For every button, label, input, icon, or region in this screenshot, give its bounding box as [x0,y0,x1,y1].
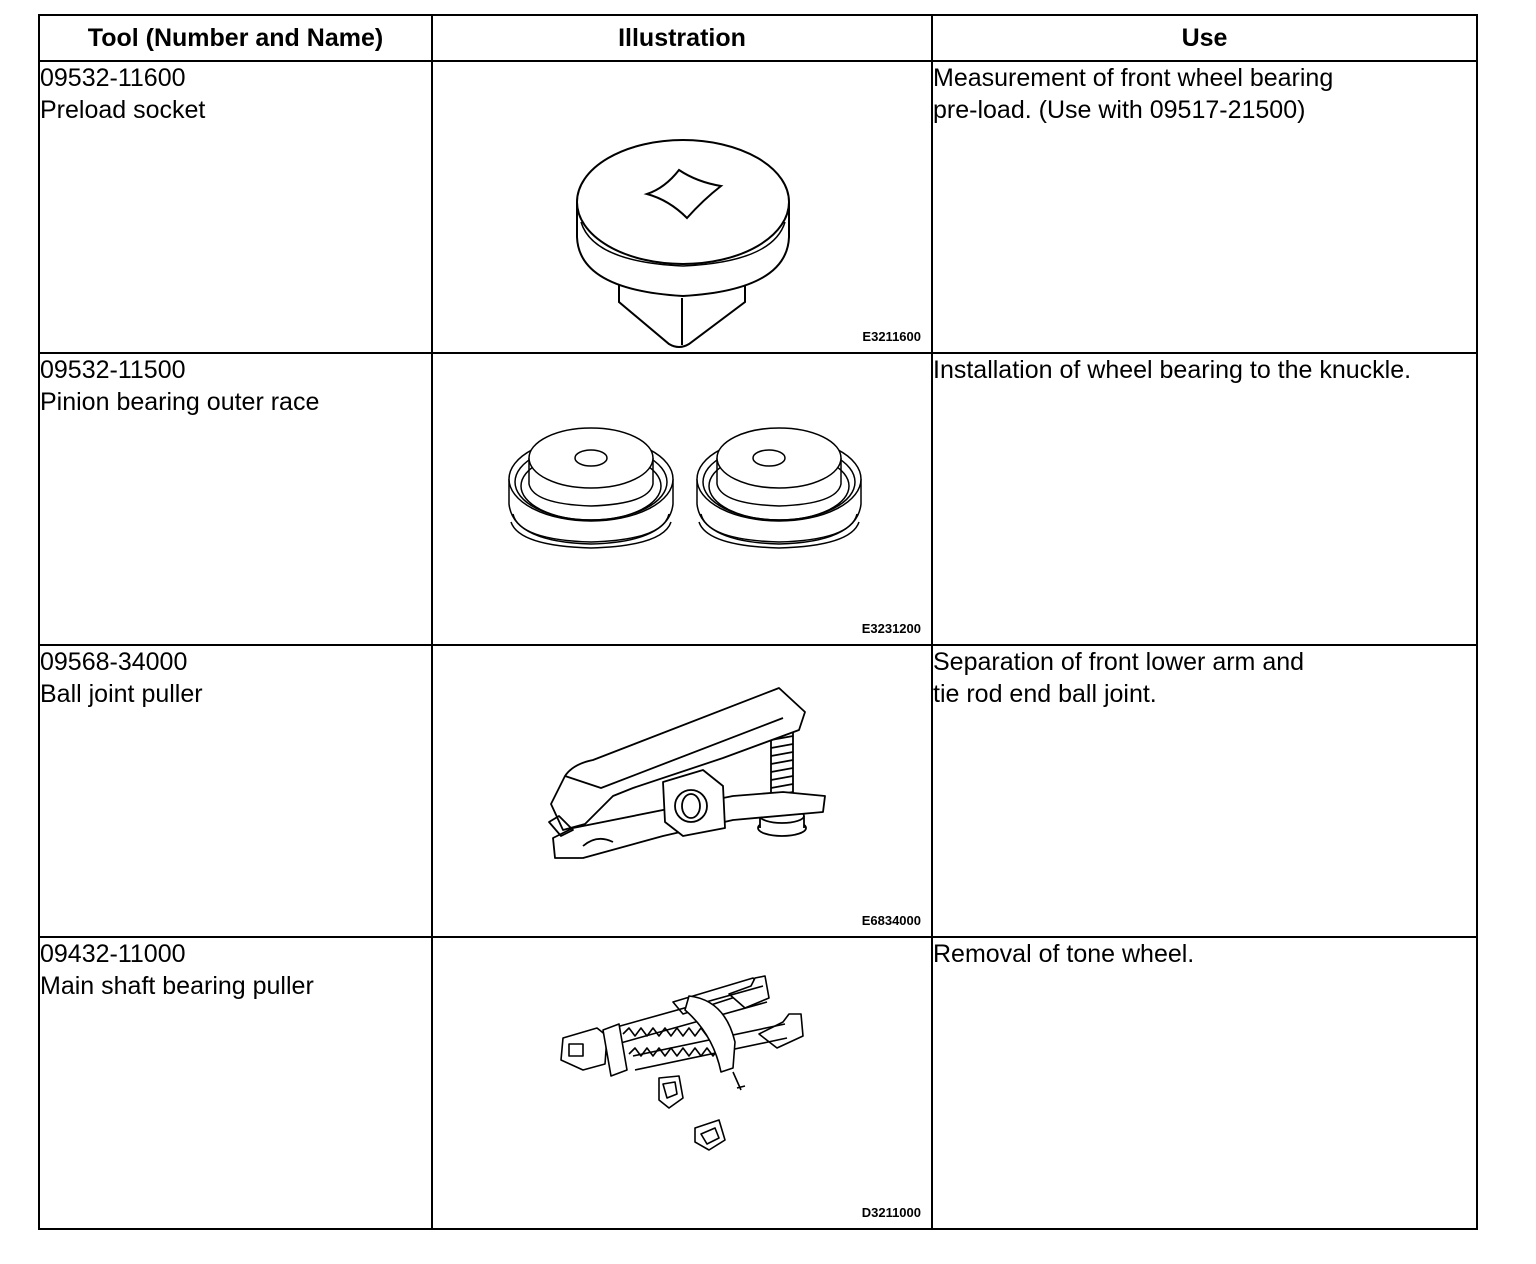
bearing-race-drawing [508,427,862,549]
tool-cell: 09532-11600 Preload socket [38,60,433,354]
illustration-cell: D3211000 [431,936,933,1230]
tool-cell: 09432-11000 Main shaft bearing puller [38,936,433,1230]
tool-name: Pinion bearing outer race [40,388,320,416]
bearing-puller-drawing [560,975,804,1151]
use-text-line: Separation of front lower arm and [933,648,1305,676]
use-cell: Removal of tone wheel. [931,936,1478,1230]
preload-socket-drawing [576,139,790,348]
tool-number: 09432-11000 [40,940,186,968]
illustration-cell: E3231200 [431,352,933,646]
use-cell: Installation of wheel bearing to the knu… [931,352,1478,646]
use-text-line: Removal of tone wheel. [933,940,1195,968]
tool-number: 09568-34000 [40,648,188,676]
ball-joint-puller-drawing [548,687,826,859]
header-illustration: Illustration [431,14,933,62]
illustration-code: E3211600 [862,329,921,344]
special-tools-table: Tool (Number and Name) Illustration Use … [38,14,1478,1230]
tool-cell: 09568-34000 Ball joint puller [38,644,433,938]
use-cell: Measurement of front wheel bearing pre-l… [931,60,1478,354]
table-row: 09532-11500 Pinion bearing outer race [38,352,1478,646]
use-cell: Separation of front lower arm and tie ro… [931,644,1478,938]
illustration-code: E6834000 [861,913,921,928]
use-text-line: tie rod end ball joint. [933,680,1157,708]
illustration-cell: E6834000 [431,644,933,938]
table-row: 09532-11600 Preload socket [38,60,1478,354]
tool-name: Ball joint puller [40,680,203,708]
tool-number: 09532-11600 [40,64,186,92]
header-tool: Tool (Number and Name) [38,14,433,62]
use-text-line: Measurement of front wheel bearing [933,64,1334,92]
right-race [696,427,862,549]
header-use: Use [931,14,1478,62]
tool-cell: 09532-11500 Pinion bearing outer race [38,352,433,646]
tool-number: 09532-11500 [40,356,186,384]
illustration-code: E3231200 [861,621,921,636]
table-header-row: Tool (Number and Name) Illustration Use [38,14,1478,62]
use-text-line: Installation of wheel bearing to the knu… [933,356,1412,384]
illustration-cell: E3211600 [431,60,933,354]
table-row: 09432-11000 Main shaft bearing puller [38,936,1478,1230]
use-text-line: pre-load. (Use with 09517-21500) [933,96,1306,124]
tool-name: Preload socket [40,96,206,124]
illustration-code: D3211000 [861,1205,921,1220]
tool-name: Main shaft bearing puller [40,972,314,1000]
left-race [508,427,674,549]
table-row: 09568-34000 Ball joint puller [38,644,1478,938]
